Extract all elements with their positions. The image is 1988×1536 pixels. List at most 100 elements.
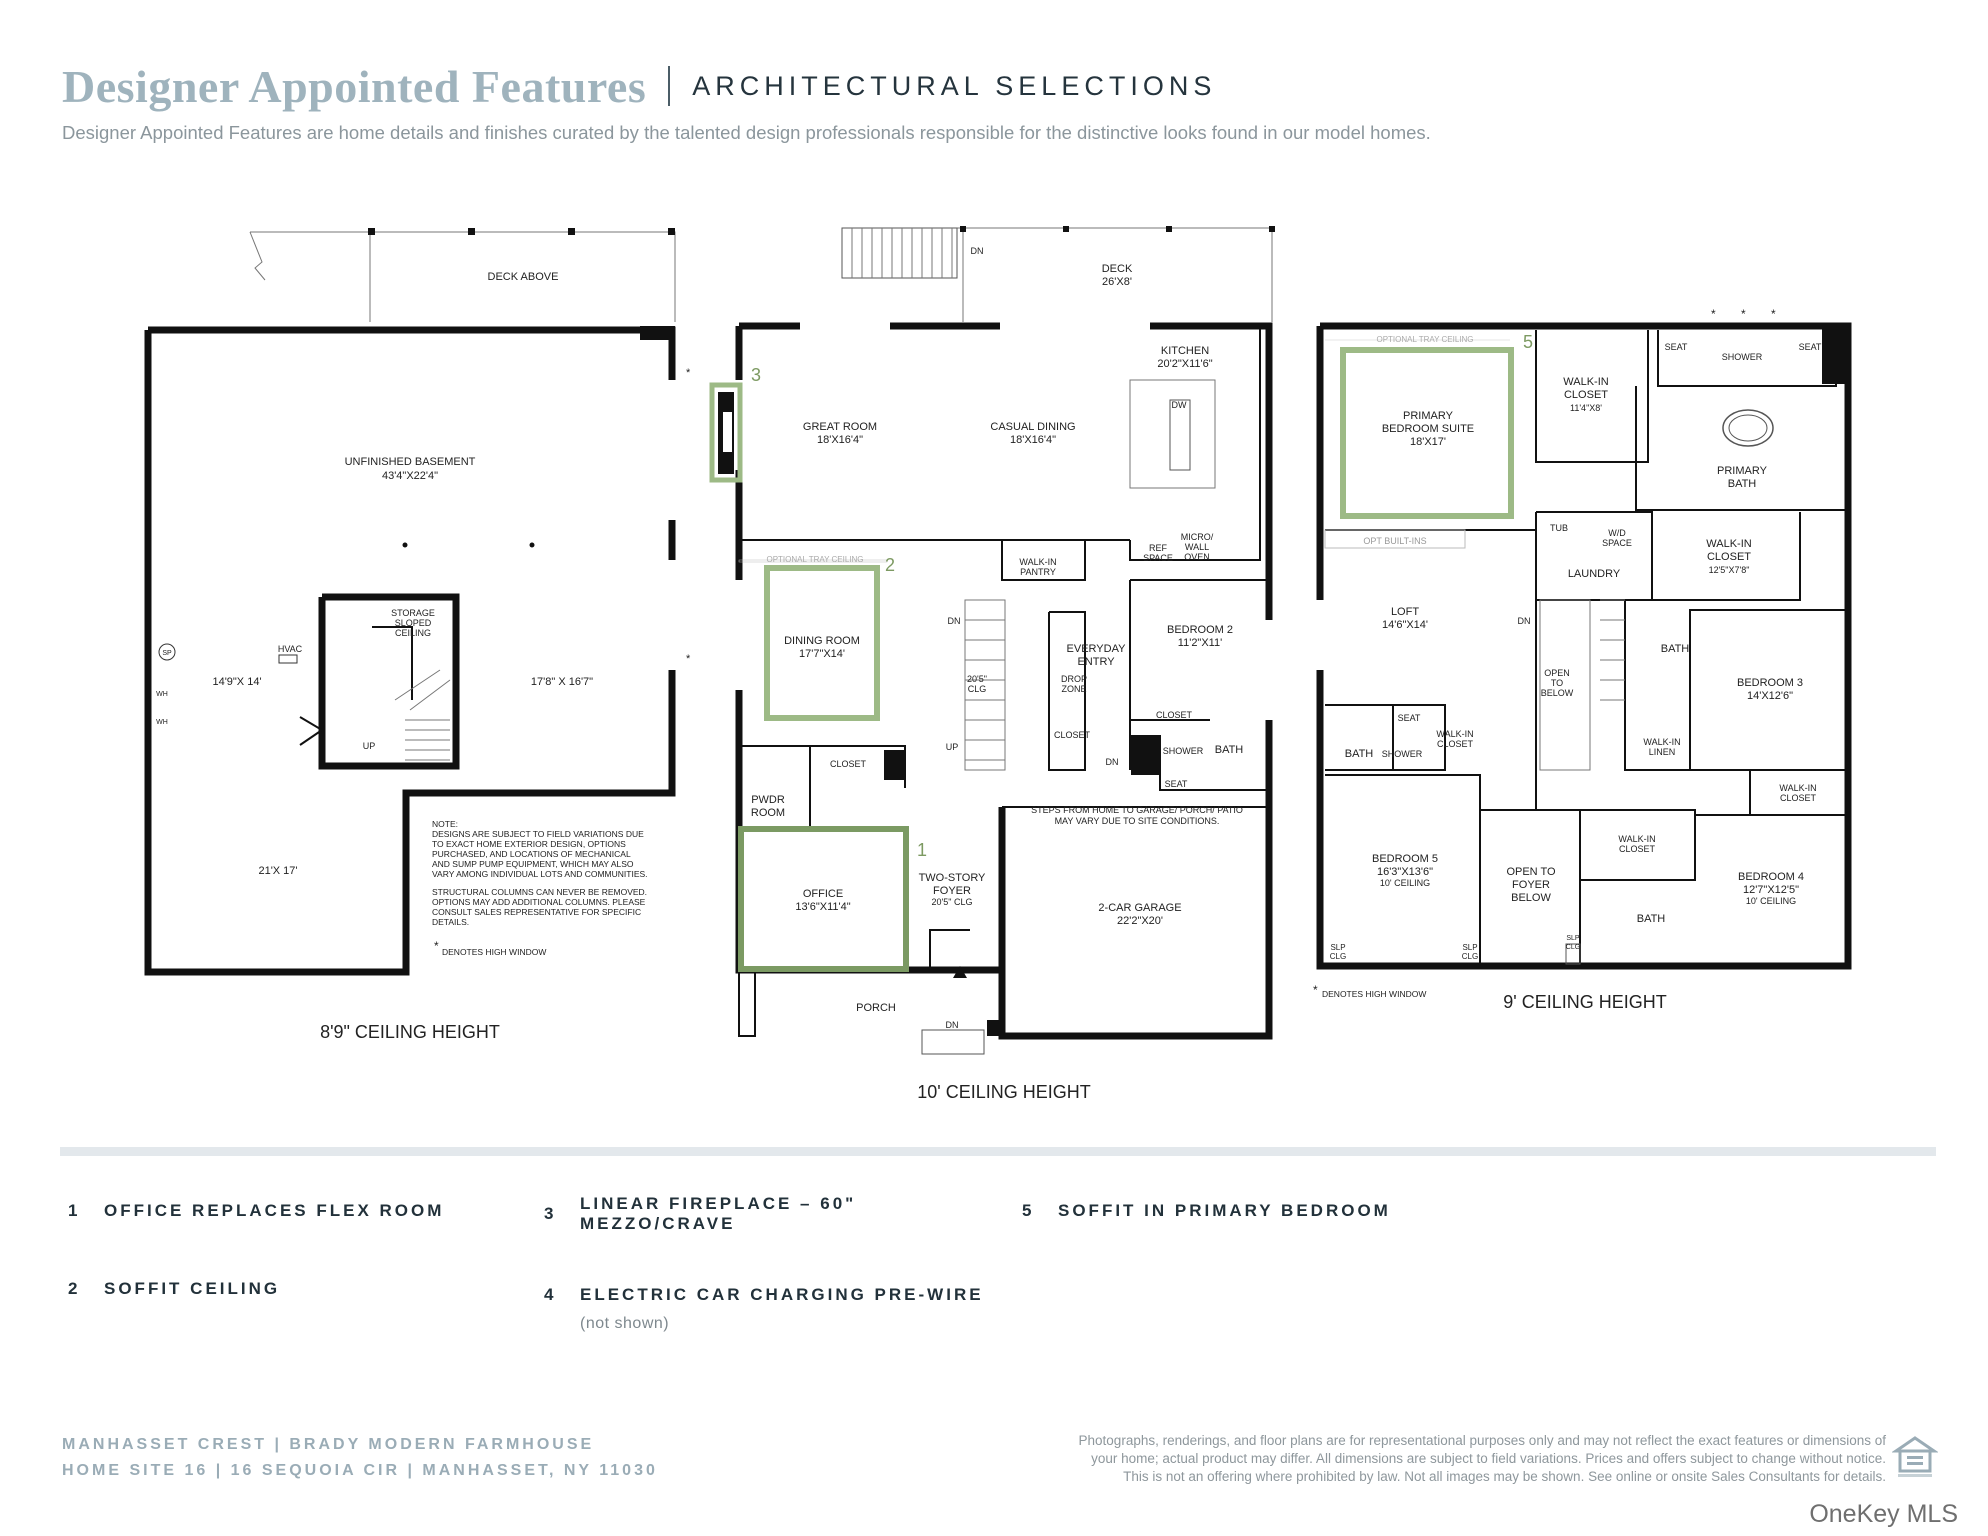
note-line: NOTE: <box>432 819 458 829</box>
walkin-linen-label-2: LINEN <box>1649 747 1676 757</box>
garage-dn-label: DN <box>1106 757 1119 767</box>
disclaimer: Photographs, renderings, and floor plans… <box>966 1432 1886 1486</box>
section-divider <box>60 1147 1936 1156</box>
asterisk-icon: * <box>1711 307 1716 321</box>
first-floor-plan: DN DECK 26'X8' <box>709 226 1275 1102</box>
water-heater-label-2: WH <box>156 719 168 726</box>
bedroom-2-closet-label: CLOSET <box>1156 710 1193 720</box>
opt-builtins-label: OPT BUILT-INS <box>1363 536 1426 546</box>
first-floor-ceiling-height: 10' CEILING HEIGHT <box>917 1082 1090 1102</box>
stair-clg-label-1: 20'5" <box>967 674 987 684</box>
pantry-label-1: WALK-IN <box>1019 557 1056 567</box>
storage-label-2: SLOPED <box>395 618 432 628</box>
open-below-label-2: TO <box>1551 678 1563 688</box>
porch-dn-label: DN <box>946 1020 959 1030</box>
seat-right-label: SEAT <box>1799 342 1822 352</box>
basement-left-dim: 14'9"X 14' <box>212 676 261 688</box>
shower-label: SHOWER <box>1163 746 1204 756</box>
walkin-closet-2-label-2: CLOSET <box>1707 551 1751 563</box>
powder-room-label-2: ROOM <box>751 807 785 819</box>
watermark: OneKey MLS <box>1809 1500 1958 1528</box>
micro-label-1: MICRO/ <box>1181 532 1214 542</box>
page-subtitle: ARCHITECTURAL SELECTIONS <box>692 70 1217 101</box>
stair-clg-label-2: CLG <box>968 684 987 694</box>
storage-label-3: CEILING <box>395 628 431 638</box>
casual-dining-label: CASUAL DINING <box>990 421 1075 433</box>
open-below-label-1: OPEN <box>1544 668 1570 678</box>
feature-item-3: 3 LINEAR FIREPLACE – 60"MEZZO/CRAVE <box>544 1194 856 1234</box>
ref-space-label-2: SPACE <box>1143 553 1173 563</box>
bedroom-3-label: BEDROOM 3 <box>1737 677 1803 689</box>
b4-closet-label-1: WALK-IN <box>1618 834 1655 844</box>
page-header: Designer Appointed Features ARCHITECTURA… <box>62 58 1216 114</box>
open-foyer-label-2: FOYER <box>1512 879 1550 891</box>
feature-note: (not shown) <box>580 1315 670 1332</box>
asterisk-icon: * <box>1741 307 1746 321</box>
note-line: DETAILS. <box>432 917 469 927</box>
bedroom-4-dim: 12'7"X12'5" <box>1743 884 1799 896</box>
asterisk-icon: * <box>686 367 691 379</box>
upper-bath-label: BATH <box>1661 643 1690 655</box>
deck-label: DECK <box>1102 263 1133 275</box>
primary-suite-label-2: BEDROOM SUITE <box>1382 423 1474 435</box>
left-bath-label: BATH <box>1345 748 1374 760</box>
slp-clg-2-a: SLP <box>1462 943 1477 952</box>
loft-dn-label: DN <box>1518 616 1531 626</box>
walkin-closet-2-label-1: WALK-IN <box>1706 538 1751 550</box>
note-line: STRUCTURAL COLUMNS CAN NEVER BE REMOVED. <box>432 887 647 897</box>
foyer-clg-label: 20'5" CLG <box>932 897 973 907</box>
drop-zone-label-1: DROP <box>1061 674 1087 684</box>
open-foyer-label-1: OPEN TO <box>1506 866 1556 878</box>
great-room-dim: 18'X16'4" <box>817 434 863 446</box>
dining-room-label: DINING ROOM <box>784 635 860 647</box>
great-room-label: GREAT ROOM <box>803 421 877 433</box>
primary-tray-label: OPTIONAL TRAY CEILING <box>1376 335 1473 344</box>
primary-bath-label-2: BATH <box>1728 478 1757 490</box>
slp-clg-1-b: CLG <box>1330 952 1346 961</box>
deck-dn-label: DN <box>971 246 984 256</box>
disclaimer-line: Photographs, renderings, and floor plans… <box>1078 1433 1886 1448</box>
foyer-label-2: FOYER <box>933 885 971 897</box>
footer-address: HOME SITE 16 | 16 SEQUOIA CIR | MANHASSE… <box>62 1462 658 1479</box>
walkin-closet-1-label-2: CLOSET <box>1564 389 1608 401</box>
steps-note-1: STEPS FROM HOME TO GARAGE/ PORCH/ PATIO <box>1031 805 1243 815</box>
b5-closet-label-1: WALK-IN <box>1436 729 1473 739</box>
walkin-linen-label-1: WALK-IN <box>1643 737 1680 747</box>
casual-dining-dim: 18'X16'4" <box>1010 434 1056 446</box>
second-floor-ceiling-height: 9' CEILING HEIGHT <box>1503 992 1666 1012</box>
basement-room-dim: 43'4"X22'4" <box>382 470 438 482</box>
slp-clg-1-a: SLP <box>1330 943 1345 952</box>
asterisk-icon: * <box>434 939 439 953</box>
note-line: DESIGNS ARE SUBJECT TO FIELD VARIATIONS … <box>432 829 644 839</box>
high-window-note: DENOTES HIGH WINDOW <box>442 947 546 957</box>
note-line: OPTIONS MAY ADD ADDITIONAL COLUMNS. PLEA… <box>432 897 646 907</box>
feature-number: 3 <box>544 1204 557 1223</box>
feature-label-wrap: ELECTRIC CAR CHARGING PRE-WIRE(not shown… <box>580 1285 984 1333</box>
everyday-entry-label-2: ENTRY <box>1077 656 1115 668</box>
marker-1: 1 <box>917 840 927 860</box>
walkin-closet-2-dim: 12'5"X7'8" <box>1709 565 1750 575</box>
drop-zone-label-2: ZONE <box>1061 684 1086 694</box>
feature-label: OFFICE REPLACES FLEX ROOM <box>104 1201 445 1220</box>
deck-above-label: DECK ABOVE <box>488 271 559 283</box>
footer-community: MANHASSET CREST | BRADY MODERN FARMHOUSE <box>62 1436 595 1453</box>
b5-closet-label-2: CLOSET <box>1437 739 1474 749</box>
powder-room-label-1: PWDR <box>751 794 785 806</box>
bedroom-5-label: BEDROOM 5 <box>1372 853 1438 865</box>
bedroom-5-dim: 16'3"X13'6" <box>1377 866 1433 878</box>
garage-label: 2-CAR GARAGE <box>1098 902 1181 914</box>
b3-closet-label-1: WALK-IN <box>1779 783 1816 793</box>
slp-clg-3-a: SLP <box>1566 935 1580 942</box>
left-shower-label: SHOWER <box>1382 749 1423 759</box>
bedroom-2-dim: 11'2"X11' <box>1178 637 1222 649</box>
seat-label: SEAT <box>1165 779 1188 789</box>
bedroom-5-ceiling: 10' CEILING <box>1380 878 1430 888</box>
feature-label-wrap: LINEAR FIREPLACE – 60"MEZZO/CRAVE <box>580 1194 856 1234</box>
loft-dim: 14'6"X14' <box>1382 619 1428 631</box>
note-line: TO EXACT HOME EXTERIOR DESIGN, OPTIONS <box>432 839 626 849</box>
steps-note-2: MAY VARY DUE TO SITE CONDITIONS. <box>1055 816 1220 826</box>
feature-label-2: MEZZO/CRAVE <box>580 1214 736 1233</box>
